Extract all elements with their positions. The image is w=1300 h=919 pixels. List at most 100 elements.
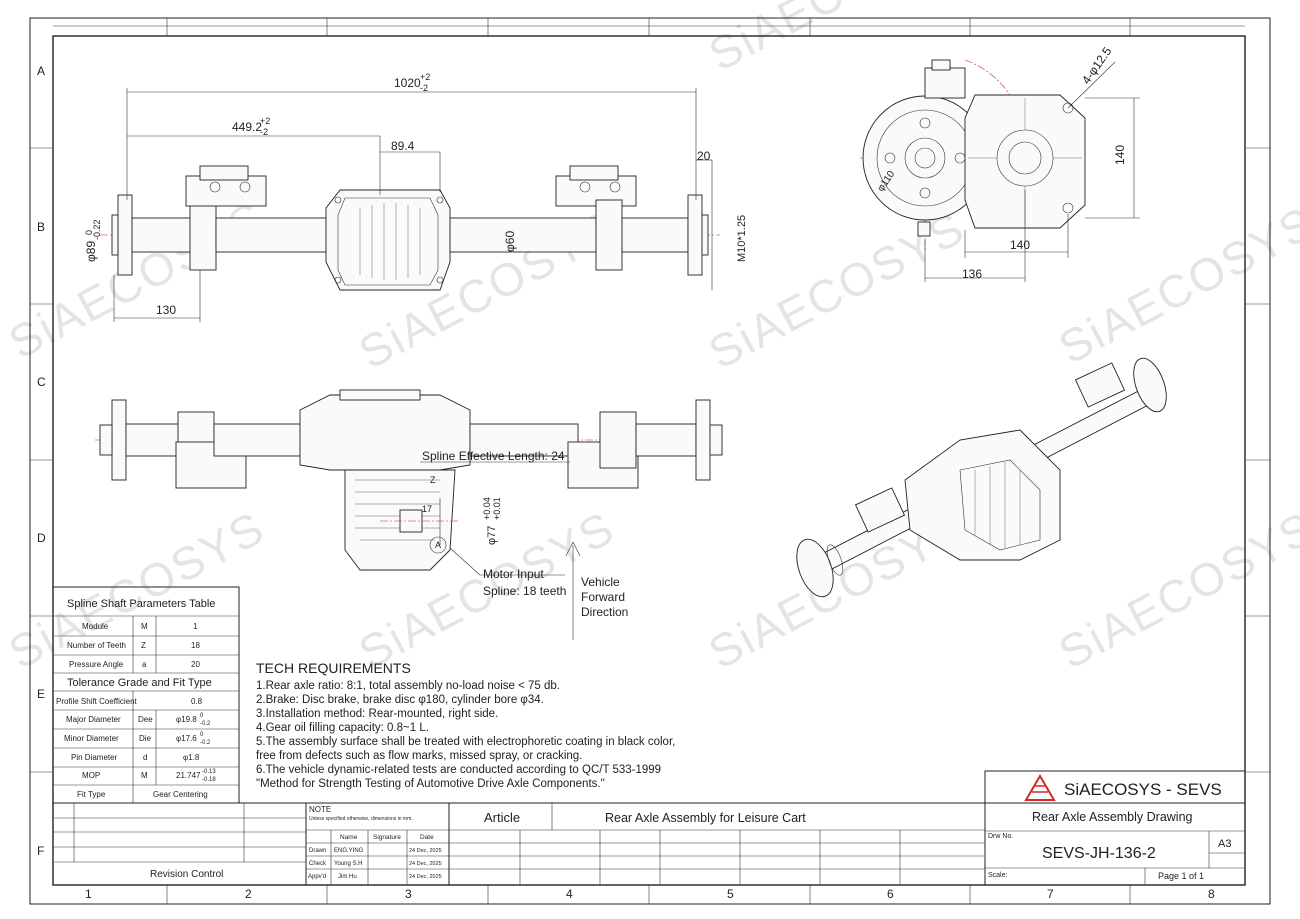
spline-row-value: φ17.6 [176, 734, 197, 743]
spline-row-symbol: M [141, 771, 148, 780]
tech-line: "Method for Strength Testing of Automoti… [256, 778, 605, 790]
spline-table-title: Spline Shaft Parameters Table [67, 598, 215, 610]
dim-height: 140 [1113, 145, 1127, 165]
spline-row-symbol: Die [139, 734, 152, 743]
spline-row-name: Pin Diameter [71, 753, 118, 762]
page-number: Page 1 of 1 [1158, 871, 1204, 881]
dim-housing: 89.4 [391, 139, 415, 153]
dim-overall-tol-lower: -2 [420, 83, 428, 93]
col-label: 3 [405, 887, 412, 901]
spline-row-tol-lower: -0.2 [200, 721, 211, 727]
company-name: SiAECOSYS - SEVS [1064, 780, 1222, 799]
dim-hub-tol-upper: 0 [84, 230, 94, 235]
tech-line: 6.The vehicle dynamic-related tests are … [256, 764, 661, 776]
sign-name: Jim Hu [338, 874, 357, 880]
col-label: 7 [1047, 887, 1054, 901]
article-label: Article [484, 810, 520, 825]
spline-row-name: MOP [82, 771, 100, 780]
front-view-dimensions: 1020 +2 -2 449.2 +2 -2 89.4 20 φ89 0 -0.… [84, 72, 748, 317]
dim-motor-tol-lower: +0.01 [492, 497, 502, 520]
spline-row-tol-lower: -0.2 [200, 740, 211, 746]
col-label: 8 [1208, 887, 1215, 901]
spline-row-symbol: a [142, 660, 147, 669]
side-view [860, 59, 1140, 282]
dim-width: 140 [1010, 238, 1030, 252]
spline-row-tol-upper: -0.13 [202, 769, 216, 775]
col-label: 4 [566, 887, 573, 901]
spline-row-symbol: Dee [138, 715, 153, 724]
drawing-number: SEVS-JH-136-2 [1042, 845, 1156, 862]
motor-spline: Spline: 18 teeth [483, 584, 566, 598]
row-label: A [37, 64, 45, 78]
dim-hub-dia: φ89 [84, 241, 98, 262]
profile-shift-value: 0.8 [191, 697, 203, 706]
dim-flange: 20 [697, 149, 711, 163]
sign-date: 24 Dec, 2025 [409, 874, 442, 880]
scale-label: Scale: [988, 872, 1008, 879]
sign-role: Drawn [309, 848, 326, 854]
detail-label: A [435, 540, 441, 550]
sign-role: Check [309, 861, 327, 867]
tech-requirements: TECH REQUIREMENTS 1.Rear axle ratio: 8:1… [256, 660, 675, 790]
spline-row-tol-upper: 0 [200, 732, 204, 738]
drawing-title: Rear Axle Assembly Drawing [1032, 810, 1193, 824]
spline-row-name: Number of Teeth [67, 641, 126, 650]
fit-type-name: Fit Type [77, 790, 106, 799]
front-view [100, 88, 720, 322]
seventeen-label: 17 [422, 504, 432, 514]
direction-line-1: Vehicle [581, 575, 620, 589]
col-label: 2 [245, 887, 252, 901]
spline-row-name: Module [82, 622, 109, 631]
spline-row-value: φ1.8 [183, 753, 200, 762]
spline-row-value: 18 [191, 641, 200, 650]
outer-frame [29, 17, 1271, 905]
spline-row-name: Pressure Angle [69, 660, 124, 669]
z-label: Z [430, 475, 436, 485]
sign-header: Date [420, 834, 434, 841]
spline-row-value: φ19.8 [176, 715, 197, 724]
watermark: SiAECOSYS [1050, 501, 1300, 679]
spline-row-symbol: M [141, 622, 148, 631]
tolerance-title: Tolerance Grade and Fit Type [67, 677, 212, 689]
dim-half-tol-lower: -2 [260, 127, 268, 137]
watermark-layer: SiAECOSYS SiAECOSYS SiAECOSYS SiAECOSYS … [0, 0, 1300, 679]
isometric-view [796, 357, 1167, 598]
spline-row-symbol: Z [141, 641, 146, 650]
dim-hub-len: 130 [156, 303, 176, 317]
direction-line-2: Forward [581, 590, 625, 604]
col-label: 5 [727, 887, 734, 901]
dim-overall-tol-upper: +2 [420, 72, 430, 82]
sign-header: Name [340, 834, 358, 841]
spline-row-name: Minor Diameter [64, 734, 119, 743]
tech-line: 1.Rear axle ratio: 8:1, total assembly n… [256, 680, 560, 692]
fit-type-value: Gear Centering [153, 790, 208, 799]
row-label: E [37, 687, 45, 701]
spline-row-symbol: d [143, 753, 147, 762]
sign-role: Appv'd [308, 874, 326, 880]
spline-row-value: 1 [193, 622, 198, 631]
sign-name: Young S.H [334, 861, 362, 867]
watermark: SiAECOSYS [0, 501, 273, 679]
row-label: C [37, 375, 46, 389]
tech-line: 3.Installation method: Rear-mounted, rig… [256, 708, 498, 720]
note-title: NOTE [309, 805, 331, 814]
lower-view-labels: Spline Effective Length: 24 φ77 +0.04 +0… [422, 449, 628, 619]
watermark: SiAECOSYS [1050, 196, 1300, 374]
article-name: Rear Axle Assembly for Leisure Cart [605, 811, 806, 825]
profile-shift-name: Profile Shift Coefficient [56, 697, 138, 706]
spline-row-tol-lower: -0.18 [202, 777, 216, 783]
company-logo-icon [1024, 774, 1056, 801]
grid-ticks [30, 18, 1270, 904]
sheet-size: A3 [1218, 838, 1231, 850]
sign-date: 24 Dec, 2025 [409, 861, 442, 867]
dim-holes: 4-φ12.5 [1079, 44, 1115, 87]
dim-half-tol-upper: +2 [260, 116, 270, 126]
row-label: B [37, 220, 45, 234]
tech-line: free from defects such as flow marks, mi… [256, 750, 582, 762]
row-label: F [37, 844, 44, 858]
col-label: 1 [85, 887, 92, 901]
tech-title: TECH REQUIREMENTS [256, 660, 411, 676]
drw-no-label: Drw No. [988, 833, 1013, 840]
tech-line: 4.Gear oil filling capacity: 0.8~1 L. [256, 722, 429, 734]
